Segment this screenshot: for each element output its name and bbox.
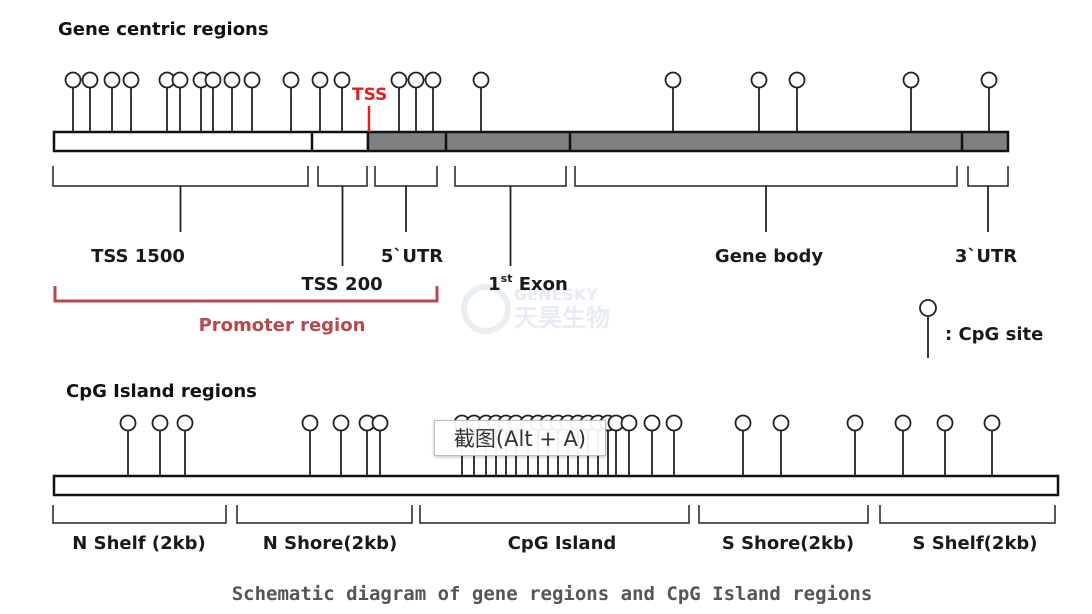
island-cpg-site-icon [936, 414, 954, 432]
gene-bar-upstream [52, 130, 370, 153]
island-section-title: CpG Island regions [66, 381, 257, 402]
island-cpg-site-icon [643, 414, 661, 432]
gene-section-title: Gene centric regions [58, 19, 269, 40]
island-region-bracket [419, 505, 690, 524]
island-region-bracket [236, 505, 413, 524]
gene-region-bracket [574, 166, 958, 187]
gene-cpg-site-icon [902, 71, 920, 89]
island-region-bracket [879, 505, 1056, 524]
gene-cpg-site-icon [407, 71, 425, 89]
island-region-bracket [698, 505, 869, 524]
gene-cpg-site-icon [81, 71, 99, 89]
legend-cpg-label: : CpG site [945, 324, 1043, 345]
promoter-bracket [53, 286, 439, 303]
island-cpg-site-icon [176, 414, 194, 432]
island-cpg-site-icon [734, 414, 752, 432]
island-cpg-site-icon [665, 414, 683, 432]
label-tss1500: TSS 1500 [91, 246, 185, 267]
island-cpg-site-icon [846, 414, 864, 432]
island-cpg-site-icon [151, 414, 169, 432]
label-n-shelf: N Shelf (2kb) [72, 533, 205, 554]
gene-region-brackets [52, 166, 1009, 266]
gene-region-bracket [374, 166, 438, 187]
label-s-shore: S Shore(2kb) [722, 533, 854, 554]
island-cpg-site-icon [983, 414, 1001, 432]
label-s-shelf: S Shelf(2kb) [912, 533, 1037, 554]
gene-region-bracket [454, 166, 567, 187]
gene-cpg-site-icon [390, 71, 408, 89]
gene-cpg-site-icon [333, 71, 351, 89]
gene-cpg-site-icon [171, 71, 189, 89]
gene-cpg-site-icon [788, 71, 806, 89]
gene-region-bracket [317, 166, 368, 187]
label-first-exon: 1st Exon [488, 272, 568, 295]
label-tss200: TSS 200 [301, 274, 382, 295]
label-cpg-island: CpG Island [508, 533, 617, 554]
cpg-site-legend: : CpG site [919, 299, 1043, 358]
gene-cpg-site-icon [223, 71, 241, 89]
gene-bar [52, 130, 1010, 153]
label-gene-body: Gene body [715, 246, 823, 267]
island-cpg-site-icon [772, 414, 790, 432]
watermark: GENESKY 天昊生物 [461, 284, 610, 334]
gene-cpg-site-icon [750, 71, 768, 89]
gene-region-bracket [967, 166, 1009, 187]
tss-marker-label: TSS [352, 85, 387, 105]
gene-cpg-site-icon [664, 71, 682, 89]
gene-cpg-site-icon [282, 71, 300, 89]
gene-region-bracket [52, 166, 309, 187]
screenshot-tooltip: 截图(Alt + A) [434, 420, 606, 456]
label-3utr: 3`UTR [955, 246, 1017, 267]
gene-bar-transcribed [366, 130, 1010, 153]
island-region-bracket [52, 505, 227, 524]
island-cpg-site-icon [371, 414, 389, 432]
gene-cpg-site-icon [103, 71, 121, 89]
watermark-line1: GENESKY [514, 285, 598, 304]
legend-cpg-icon [919, 299, 937, 317]
island-region-brackets [52, 505, 1056, 524]
figure-caption: Schematic diagram of gene regions and Cp… [232, 583, 873, 605]
gene-cpg-site-icon [243, 71, 261, 89]
island-cpg-site-icon [894, 414, 912, 432]
gene-cpg-site-icon [64, 71, 82, 89]
gene-cpg-site-icon [472, 71, 490, 89]
label-5utr: 5`UTR [381, 246, 443, 267]
label-n-shore: N Shore(2kb) [263, 533, 397, 554]
gene-cpg-site-icon [122, 71, 140, 89]
island-cpg-site-icon [119, 414, 137, 432]
island-bar [52, 474, 1060, 497]
gene-cpg-site-icon [980, 71, 998, 89]
gene-cpg-site-icon [424, 71, 442, 89]
island-cpg-site-icon [301, 414, 319, 432]
gene-cpg-site-icon [204, 71, 222, 89]
watermark-line2: 天昊生物 [514, 304, 610, 332]
island-cpg-site-icon [620, 414, 638, 432]
island-cpg-site-icon [332, 414, 350, 432]
promoter-label: Promoter region [199, 315, 366, 336]
gene-cpg-sites [64, 71, 998, 132]
gene-cpg-site-icon [311, 71, 329, 89]
